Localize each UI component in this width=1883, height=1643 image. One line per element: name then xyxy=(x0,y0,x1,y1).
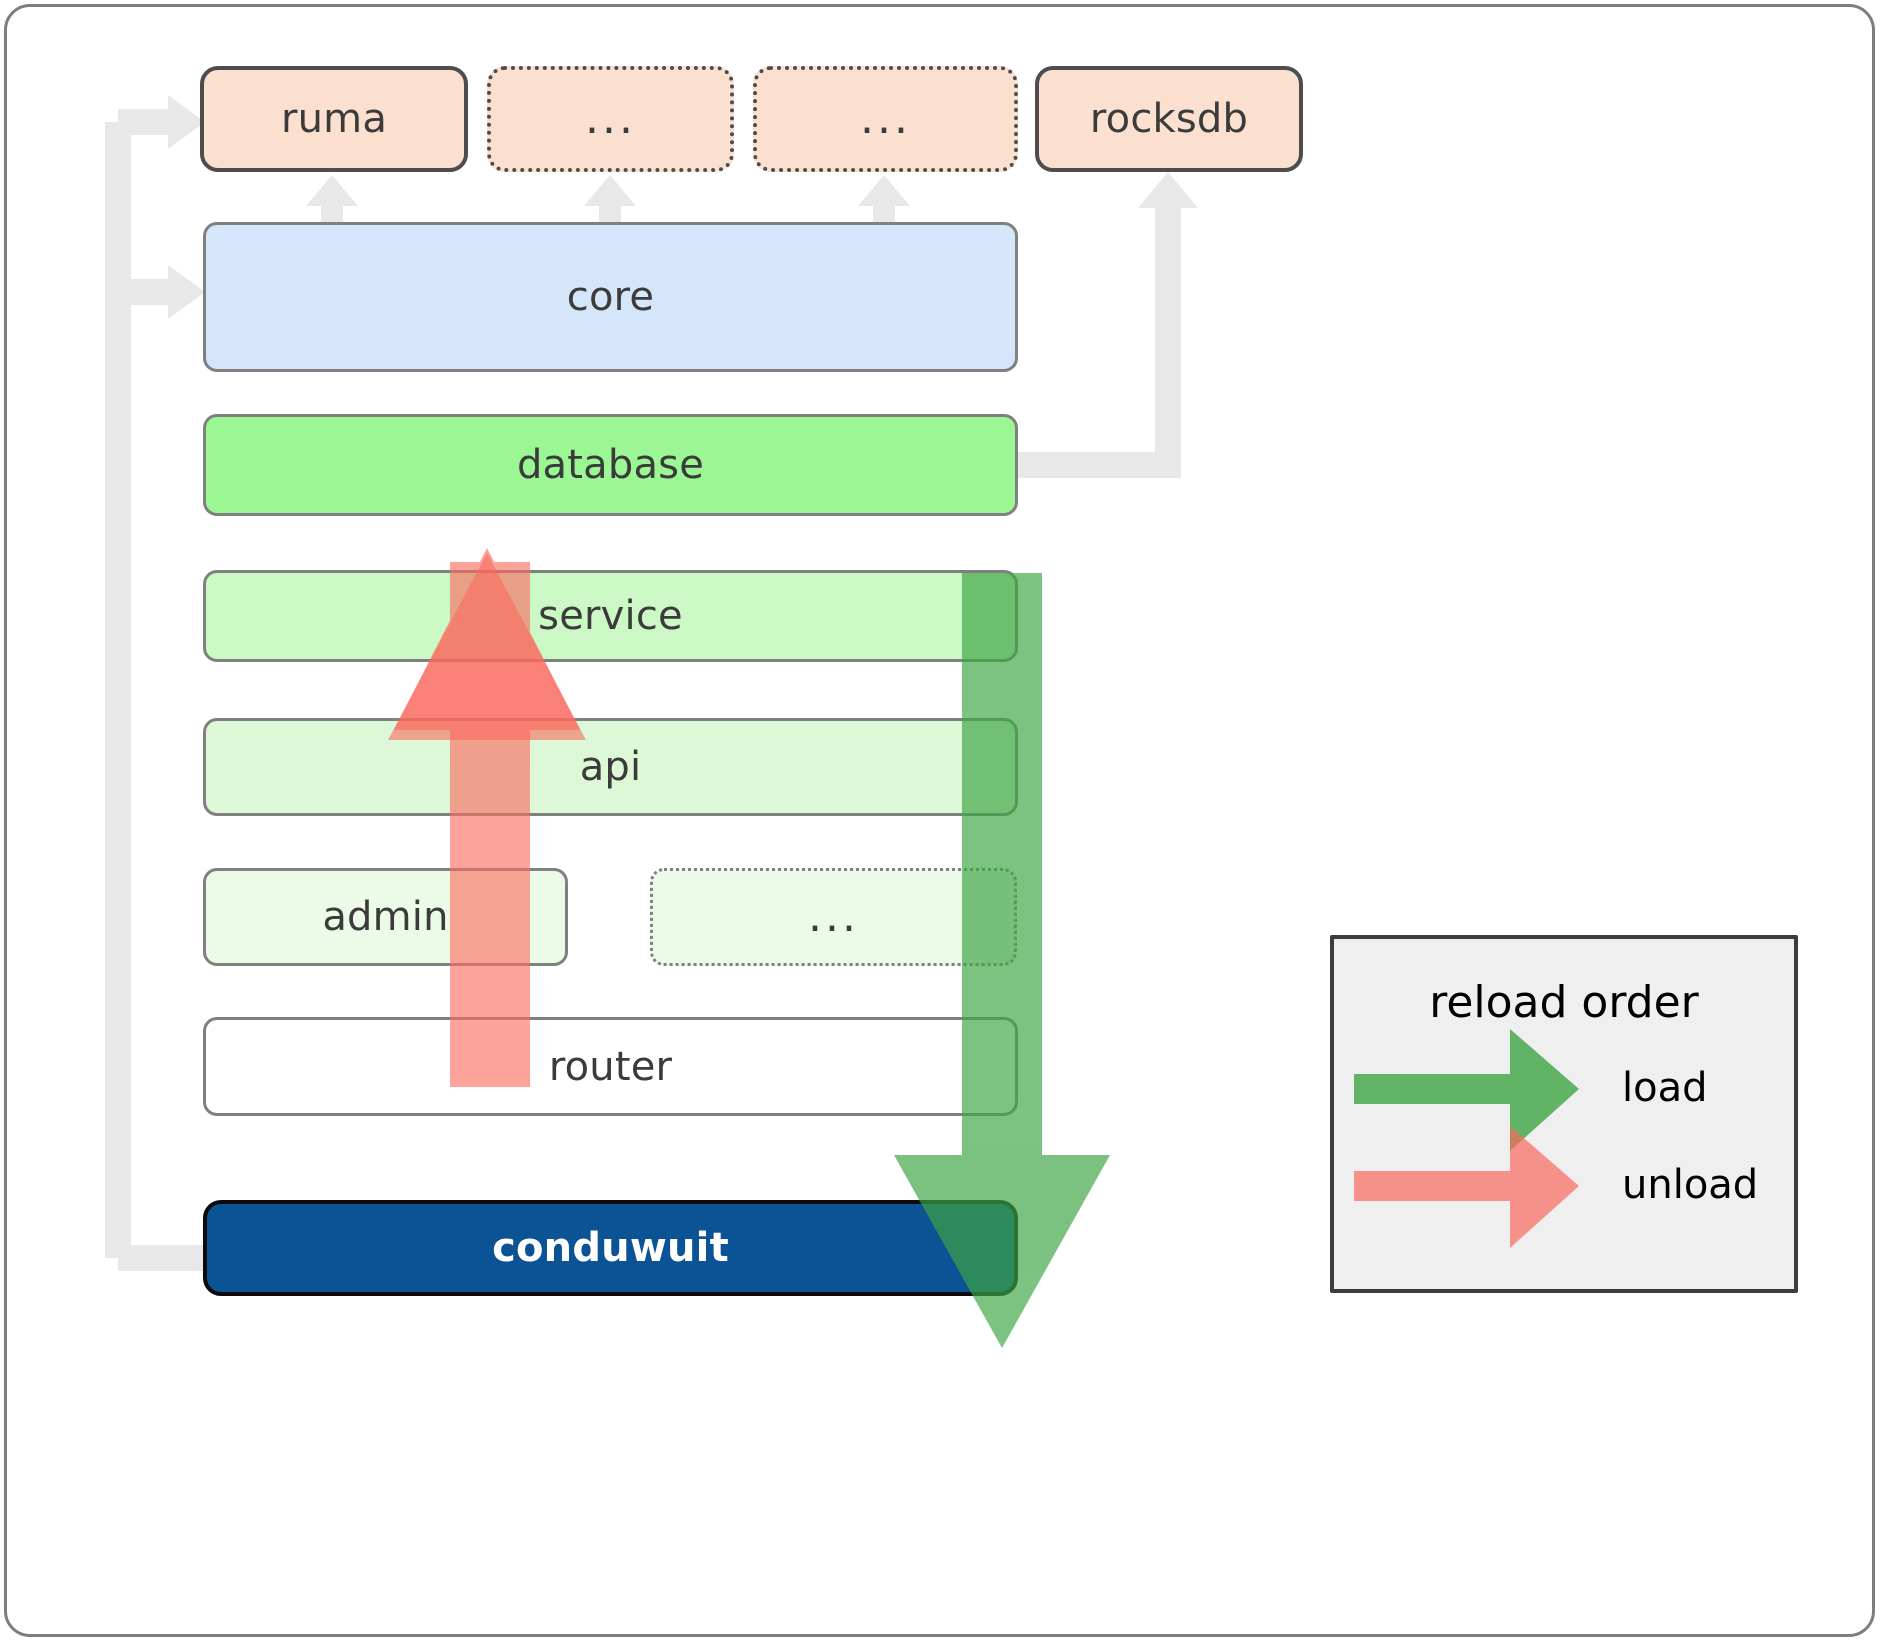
layer-core-label: core xyxy=(566,274,655,320)
layer-more[interactable]: ... xyxy=(650,868,1017,966)
legend-label-load: load xyxy=(1622,1065,1708,1111)
layer-api-label: api xyxy=(579,744,642,790)
legend-title: reload order xyxy=(1429,977,1699,1028)
root-conduwuit[interactable]: conduwuit xyxy=(203,1200,1018,1296)
module-rocksdb-label: rocksdb xyxy=(1089,96,1249,142)
layer-core[interactable]: core xyxy=(203,222,1018,372)
legend-arrow-icons xyxy=(1354,1029,1579,1248)
layer-service[interactable]: service xyxy=(203,570,1018,662)
module-ext3-label: ... xyxy=(860,93,911,145)
layer-router-label: router xyxy=(548,1043,673,1090)
layer-database-label: database xyxy=(516,442,705,488)
layer-api[interactable]: api xyxy=(203,718,1018,816)
layer-database[interactable]: database xyxy=(203,414,1018,516)
module-rocksdb[interactable]: rocksdb xyxy=(1035,66,1303,172)
unload-arrow-icon xyxy=(1354,1126,1579,1248)
module-ext2[interactable]: ... xyxy=(487,66,734,172)
module-ruma[interactable]: ruma xyxy=(200,66,468,172)
layer-service-label: service xyxy=(538,593,683,639)
legend-label-unload: unload xyxy=(1622,1162,1759,1208)
module-ext3[interactable]: ... xyxy=(753,66,1018,172)
root-conduwuit-label: conduwuit xyxy=(492,1225,729,1271)
layer-admin-label: admin xyxy=(322,894,449,940)
layer-admin[interactable]: admin xyxy=(203,868,568,966)
module-ext2-label: ... xyxy=(585,93,636,145)
module-ruma-label: ruma xyxy=(280,96,388,142)
layer-router[interactable]: router xyxy=(203,1017,1018,1116)
layer-more-label: ... xyxy=(808,891,859,943)
legend-panel: reload order load unload xyxy=(1330,935,1798,1293)
load-arrow-icon xyxy=(1354,1029,1579,1151)
